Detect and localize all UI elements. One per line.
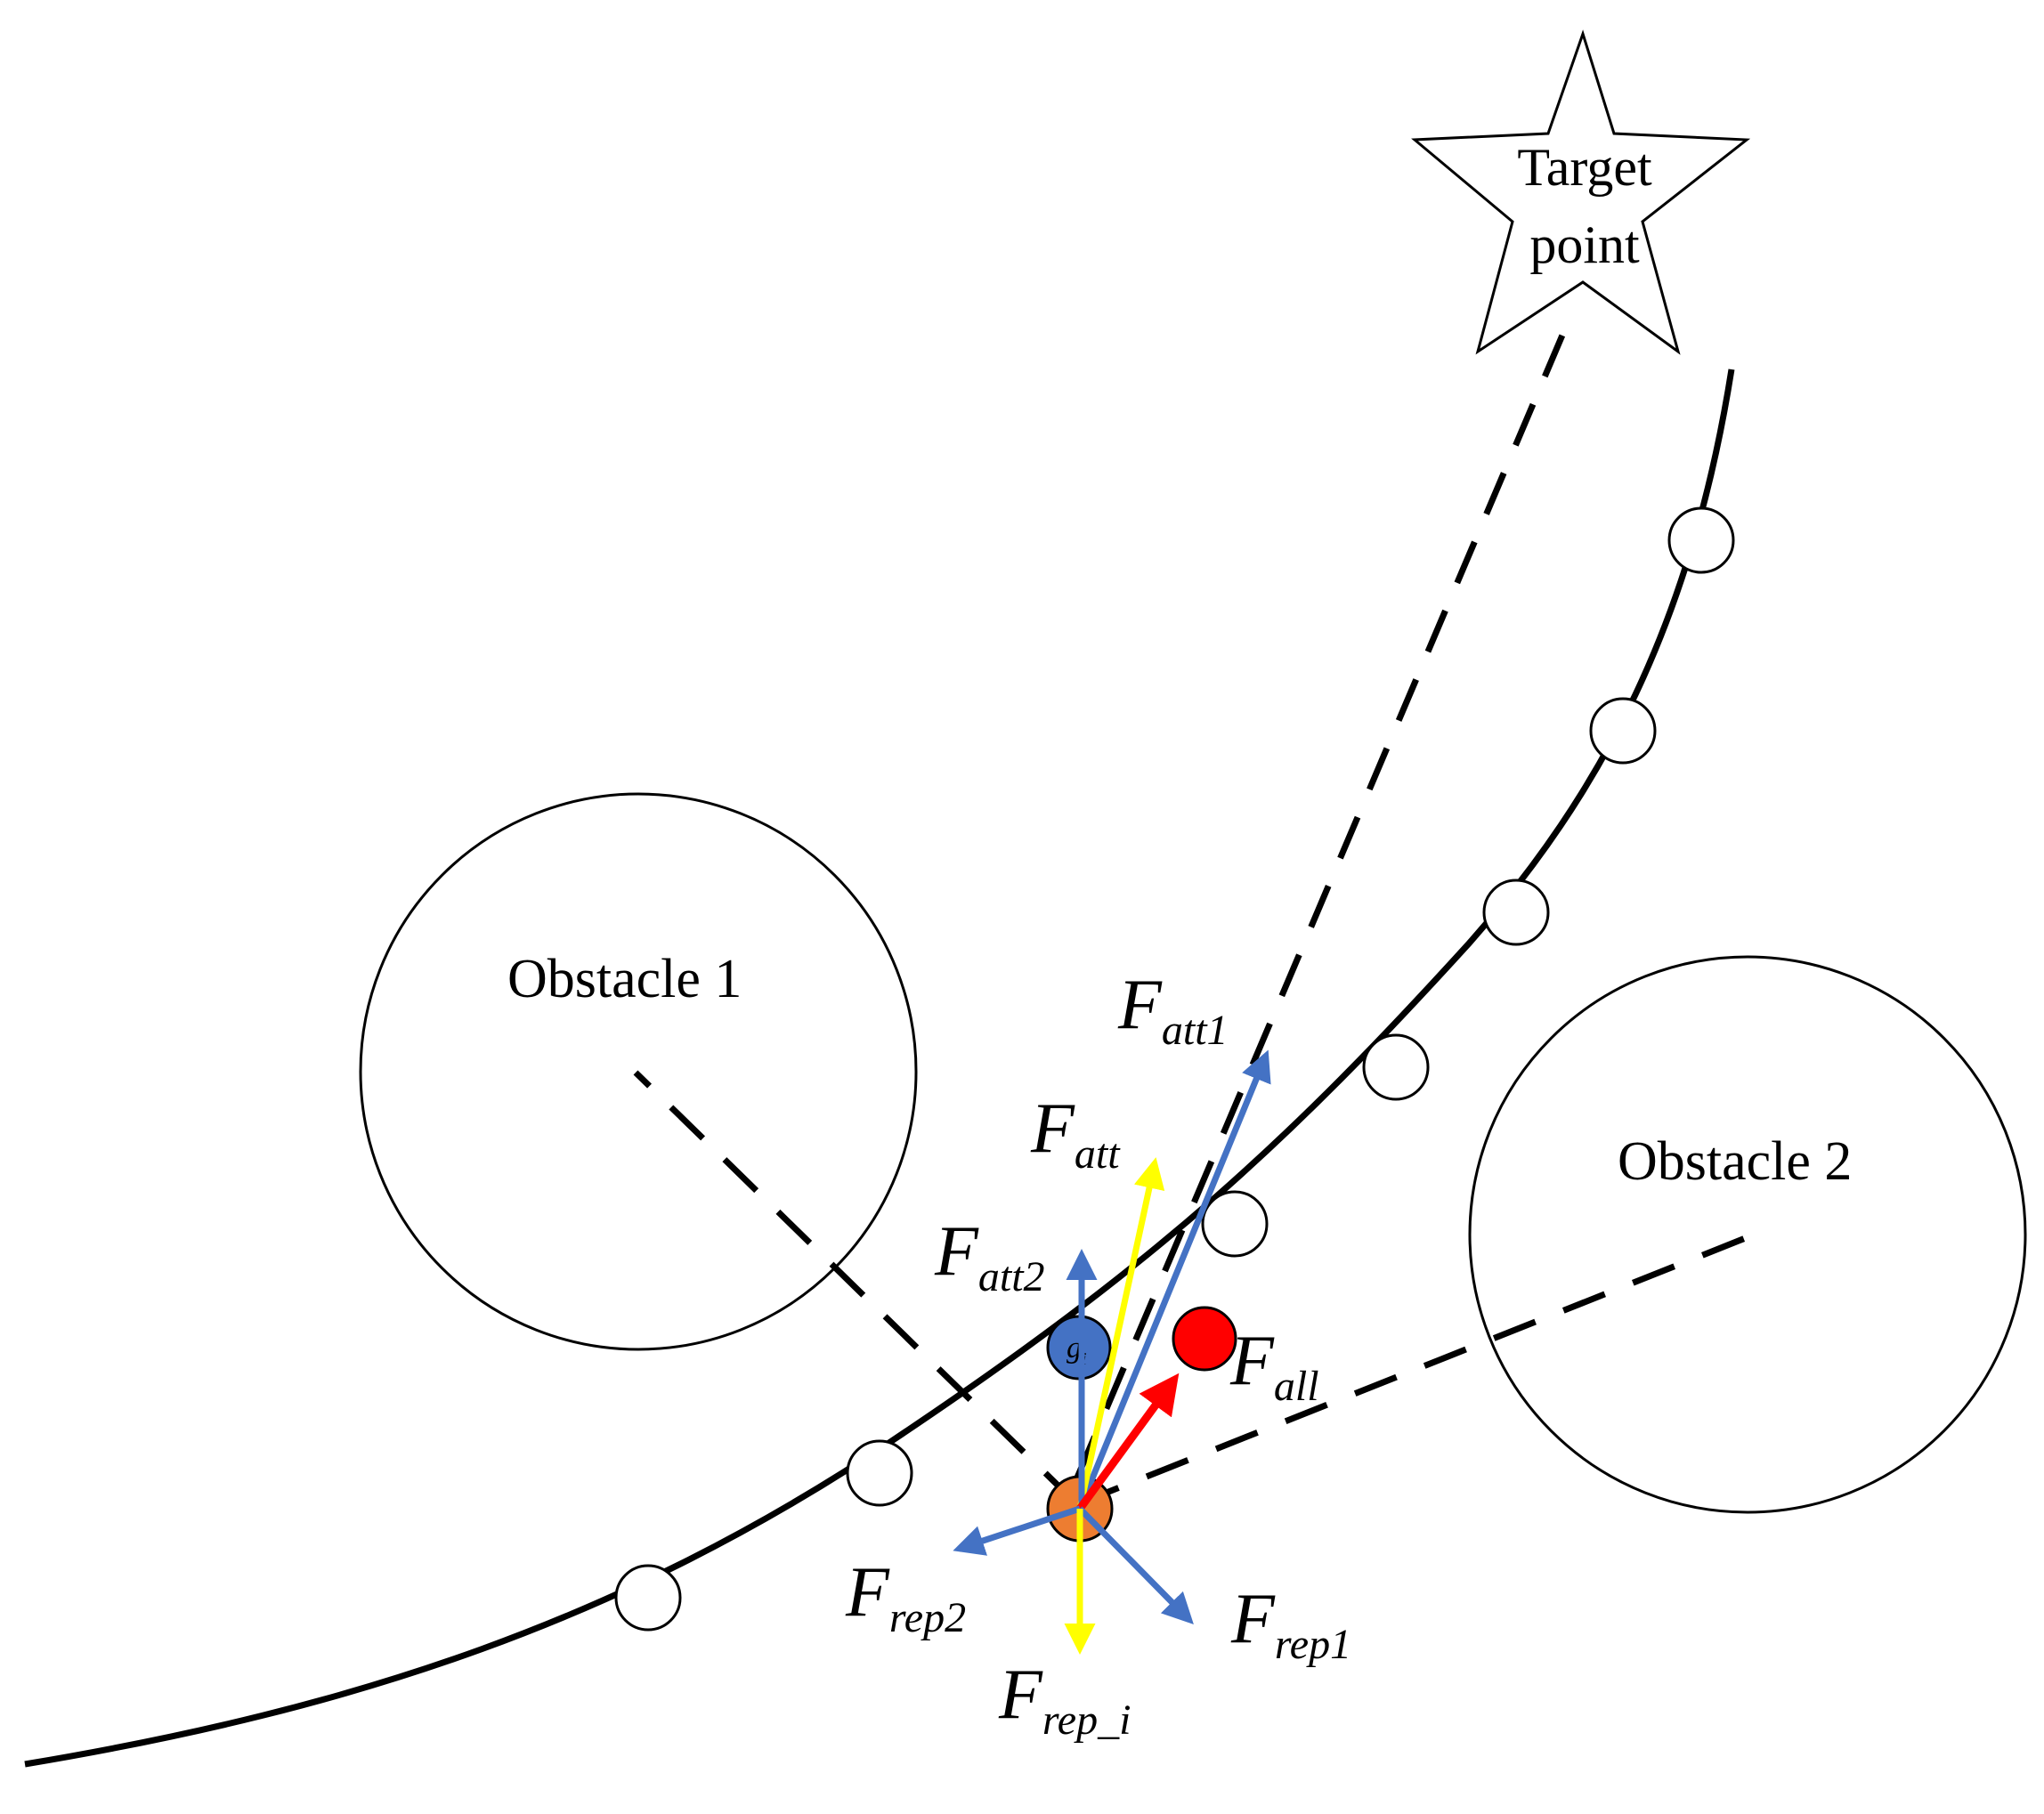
- label-f-att: Fatt: [1030, 1089, 1121, 1178]
- obstacle-2-label: Obstacle 2: [1618, 1131, 1852, 1192]
- target-label-line2: point: [1529, 215, 1640, 274]
- obstacle-2-circle: [1468, 955, 2027, 1514]
- obstacle-1-label: Obstacle 1: [507, 949, 742, 1009]
- label-f-rep2: Frep2: [845, 1553, 966, 1641]
- trajectory-node: [614, 1564, 682, 1632]
- trajectory-node: [1667, 506, 1735, 574]
- label-f-all: Fall: [1229, 1322, 1319, 1410]
- arrow-f-rep1: [1077, 1506, 1194, 1624]
- trajectory-node: [1362, 1033, 1430, 1101]
- arrow-f-rep2: [953, 1505, 1082, 1556]
- trajectory-node: [1589, 697, 1657, 765]
- trajectory-node: [1482, 879, 1550, 946]
- trajectory-node: [846, 1439, 913, 1507]
- label-f-att2: Fatt2: [934, 1212, 1045, 1300]
- label-f-rep-i: Frep_i: [998, 1656, 1131, 1744]
- arrow-f-att1: [1076, 1049, 1271, 1510]
- dashed-line-obstacle-2: [1075, 1234, 1749, 1508]
- arrow-f-all: [1076, 1373, 1180, 1511]
- label-f-rep1: Frep1: [1230, 1580, 1351, 1668]
- dashed-line-target: [1074, 319, 1572, 1479]
- target-label-line1: Target: [1517, 138, 1652, 197]
- arrow-f-att: [1076, 1157, 1165, 1510]
- result-particle-red: [1172, 1306, 1237, 1372]
- dashed-line-obstacle-1: [633, 1070, 1080, 1507]
- label-f-att1: Fatt1: [1117, 966, 1229, 1054]
- trajectory-node: [1201, 1190, 1269, 1258]
- trajectory-nodes: [614, 506, 1735, 1632]
- target-star: [1411, 29, 1751, 355]
